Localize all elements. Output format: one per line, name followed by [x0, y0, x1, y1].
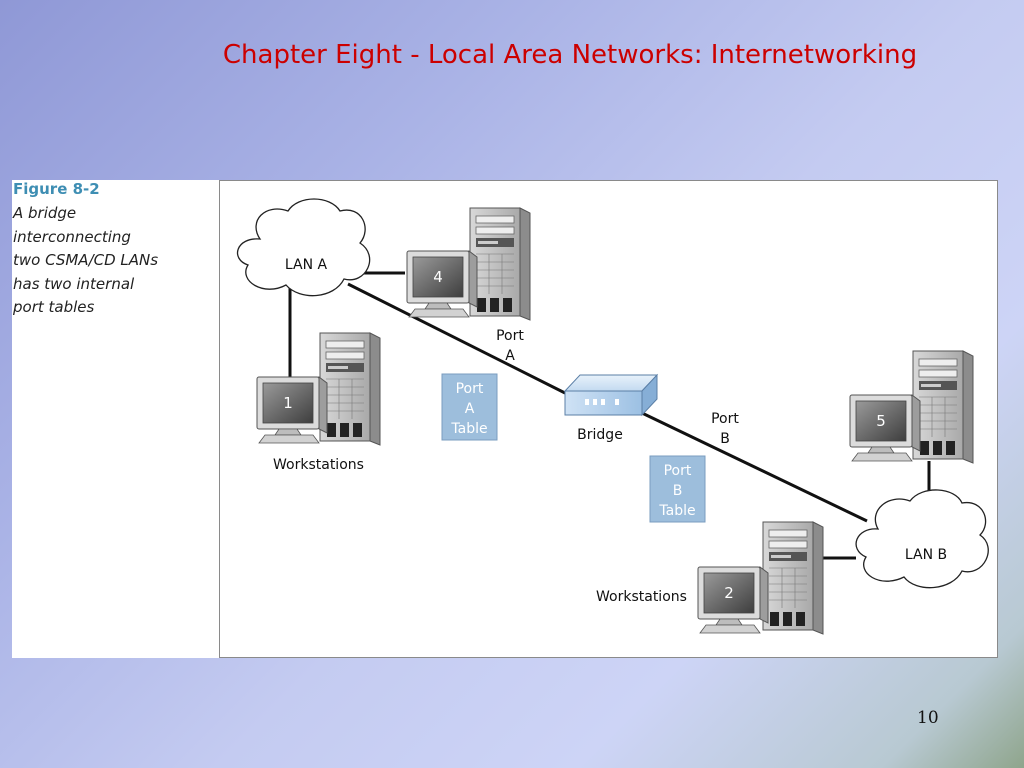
workstation-4-number: 4 [433, 268, 443, 286]
caption-line: has two internal [13, 274, 135, 293]
port-b-table-line: Port [664, 463, 692, 479]
caption-line: port tables [13, 298, 95, 316]
workstations-left-label: Workstations [273, 457, 364, 473]
lan-b-cloud [855, 489, 989, 589]
bridge-to-lan-b-line [641, 411, 868, 523]
figure-label: Figure 8-2 [13, 180, 100, 198]
workstation-2: 2 [697, 521, 824, 635]
slide-title: Chapter Eight - Local Area Networks: Int… [222, 40, 918, 70]
caption-line: interconnecting [13, 227, 131, 246]
diagram-panel: LAN A LAN B 4 1 5 2 Bridge Port A Port [219, 180, 998, 658]
page-number: 10 [917, 708, 939, 728]
figure-caption-panel: Figure 8-2 A bridge interconnecting two … [12, 180, 219, 658]
port-b-table-line: Table [658, 503, 695, 519]
lan-a-label: LAN A [285, 257, 328, 273]
lan-b-label: LAN B [905, 547, 947, 563]
port-a-table-line: Port [456, 381, 484, 397]
workstation-5: 5 [849, 350, 974, 464]
workstation-1-number: 1 [283, 394, 293, 412]
lan-a-to-bridge-line [347, 282, 566, 395]
port-b-letter: B [720, 431, 730, 447]
port-a-letter: A [505, 348, 515, 364]
lan-a-cloud [237, 198, 371, 297]
bridge-label: Bridge [577, 427, 623, 443]
network-diagram: LAN A LAN B 4 1 5 2 Bridge Port A Port [237, 198, 989, 635]
caption-line: two CSMA/CD LANs [13, 251, 159, 269]
figure-caption: A bridge interconnecting two CSMA/CD LAN… [13, 202, 213, 320]
port-a-table-line: Table [450, 421, 487, 437]
port-a-table: Port A Table [441, 373, 498, 441]
port-a-table-line: A [465, 401, 475, 417]
workstation-2-number: 2 [724, 584, 734, 602]
port-b-table-line: B [673, 483, 683, 499]
workstation-4: 4 [406, 207, 531, 321]
caption-line: A bridge [13, 204, 77, 222]
port-b-label: Port [711, 411, 739, 427]
bridge-device [563, 373, 659, 417]
workstations-right-label: Workstations [596, 589, 687, 605]
port-b-table: Port B Table [649, 455, 706, 523]
port-a-label: Port [496, 328, 524, 344]
workstation-1: 1 [256, 332, 381, 446]
workstation-5-number: 5 [876, 412, 886, 430]
